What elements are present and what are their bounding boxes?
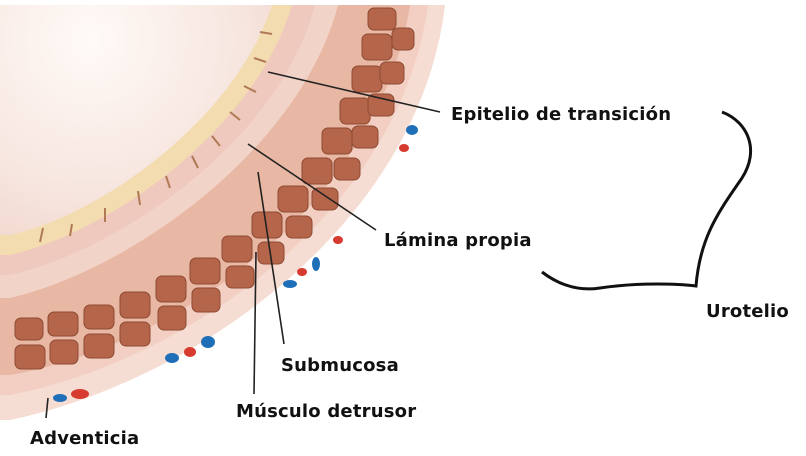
urotelio-brace	[542, 112, 751, 289]
label-urotelio: Urotelio	[706, 301, 789, 322]
label-lamina-propia: Lámina propia	[384, 230, 532, 251]
label-musculo-detrusor: Músculo detrusor	[236, 401, 416, 422]
label-adventicia: Adventicia	[30, 428, 139, 449]
label-epitelio-de-transicion: Epitelio de transición	[451, 104, 671, 125]
label-submucosa: Submucosa	[281, 355, 399, 376]
